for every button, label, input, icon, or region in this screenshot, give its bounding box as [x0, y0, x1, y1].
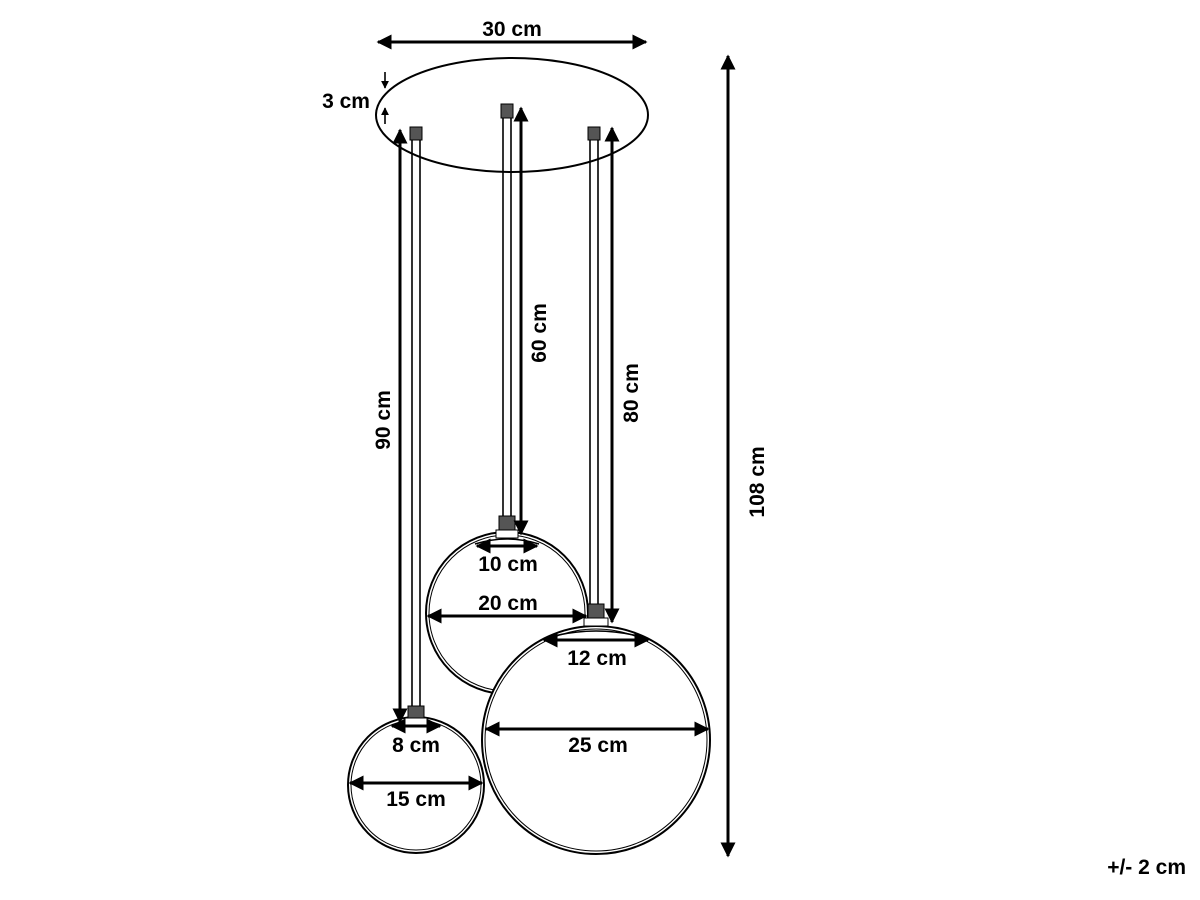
label-middle-neck: 10 cm: [478, 553, 538, 576]
tolerance-note: +/- 2 cm: [1107, 856, 1186, 879]
label-total-height: 108 cm: [746, 446, 769, 517]
cable-left: [411, 138, 421, 712]
label-cable-middle: 60 cm: [528, 303, 551, 363]
label-canopy-width: 30 cm: [482, 18, 542, 41]
label-middle-diameter: 20 cm: [478, 592, 538, 615]
label-cable-right: 80 cm: [620, 363, 643, 423]
cable-grip-left: [409, 126, 423, 141]
label-right-diameter: 25 cm: [568, 734, 628, 757]
label-left-neck: 8 cm: [392, 734, 440, 757]
cable-grip-middle: [500, 103, 514, 119]
label-canopy-height: 3 cm: [322, 90, 370, 113]
label-cable-left: 90 cm: [372, 390, 395, 450]
label-right-neck: 12 cm: [567, 647, 627, 670]
shade-left: [347, 705, 485, 854]
cable-grip-right: [587, 126, 601, 141]
label-left-diameter: 15 cm: [386, 788, 446, 811]
cable-middle: [502, 116, 512, 520]
cable-right: [589, 138, 599, 605]
